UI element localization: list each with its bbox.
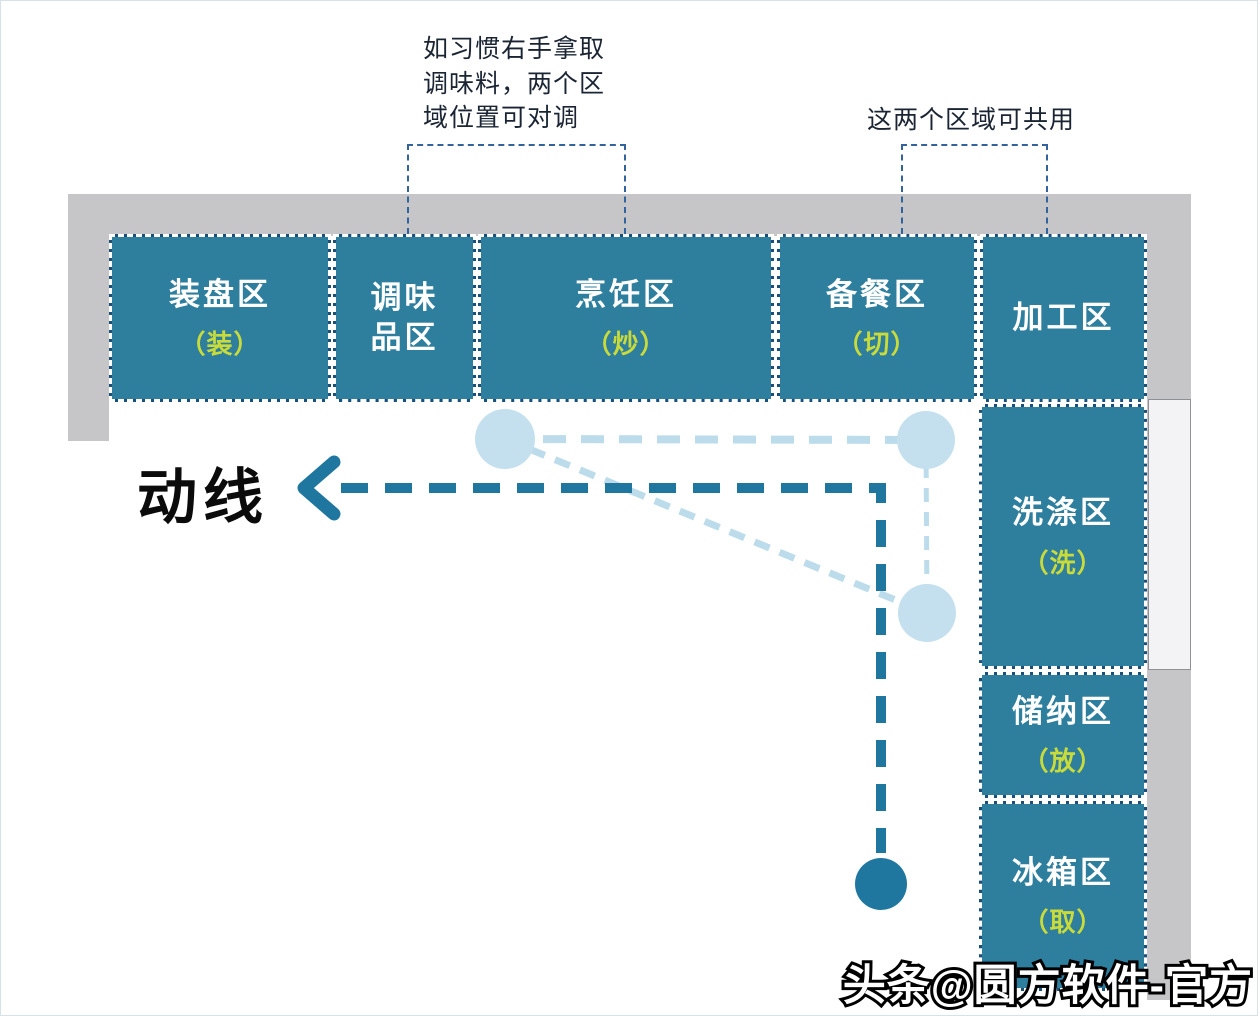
zone-prep: 备餐区 （切）	[777, 234, 977, 402]
zone-processing: 加工区	[980, 234, 1147, 402]
wall-top	[68, 194, 1191, 236]
zone-fridge-name: 冰箱区	[1012, 854, 1114, 890]
zone-washing: 洗涤区 （洗）	[979, 404, 1147, 669]
zone-storage-inner: 储纳区 （放）	[979, 672, 1147, 798]
shared-note-text: 这两个区域可共用	[867, 106, 1076, 134]
zone-cooking: 烹饪区 （炒）	[478, 234, 774, 402]
zone-seasoning: 调味 品区	[333, 234, 476, 402]
triangle-line-diagonal	[503, 435, 929, 617]
zone-cooking-tag: （炒）	[585, 329, 667, 360]
triangle-line-right	[923, 439, 930, 614]
zone-fridge-tag: （取）	[1022, 907, 1104, 938]
zone-washing-tag: （洗）	[1022, 547, 1104, 578]
zone-prep-name: 备餐区	[826, 276, 928, 312]
zone-plating-name: 装盘区	[169, 276, 271, 312]
zone-plating-tag: （装）	[179, 329, 261, 360]
zone-fridge-inner: 冰箱区 （取）	[979, 801, 1147, 991]
zone-cooking-inner: 烹饪区 （炒）	[478, 234, 774, 402]
seasoning-note-bracket	[407, 144, 626, 234]
zone-plating: 装盘区 （装）	[109, 234, 331, 402]
flow-arrowhead-icon	[297, 455, 341, 521]
zone-seasoning-inner: 调味 品区	[333, 234, 476, 402]
wall-left	[68, 194, 109, 441]
zone-cooking-name: 烹饪区	[575, 276, 677, 312]
flow-line	[297, 455, 907, 910]
window-strip	[1148, 399, 1191, 670]
zone-fridge: 冰箱区 （取）	[979, 801, 1147, 991]
triangle-node-cooking	[475, 409, 535, 469]
flow-start-node	[855, 858, 907, 910]
zone-prep-inner: 备餐区 （切）	[777, 234, 977, 402]
zone-prep-tag: （切）	[836, 329, 918, 360]
zone-storage: 储纳区 （放）	[979, 672, 1147, 798]
watermark: 头条@圆方软件-官方	[840, 959, 1255, 1013]
zone-washing-name: 洗涤区	[1012, 495, 1114, 531]
zone-processing-name: 加工区	[1012, 299, 1115, 335]
flow-line-path	[341, 483, 886, 853]
seasoning-note-text: 如习惯右手拿取 调味料，两个区 域位置可对调	[423, 35, 606, 132]
triangle-line-top	[504, 435, 927, 444]
zone-processing-inner: 加工区	[980, 234, 1147, 402]
shared-note-bracket	[901, 144, 1048, 234]
zone-storage-tag: （放）	[1022, 746, 1104, 777]
zone-plating-inner: 装盘区 （装）	[109, 234, 331, 402]
triangle-node-prep	[897, 411, 955, 469]
triangle-node-washing	[898, 584, 956, 642]
zone-washing-inner: 洗涤区 （洗）	[979, 404, 1147, 669]
work-triangle	[475, 409, 956, 642]
zone-seasoning-name: 调味 品区	[370, 279, 439, 355]
zone-storage-name: 储纳区	[1012, 693, 1114, 729]
flow-line-label: 动线	[137, 464, 269, 531]
